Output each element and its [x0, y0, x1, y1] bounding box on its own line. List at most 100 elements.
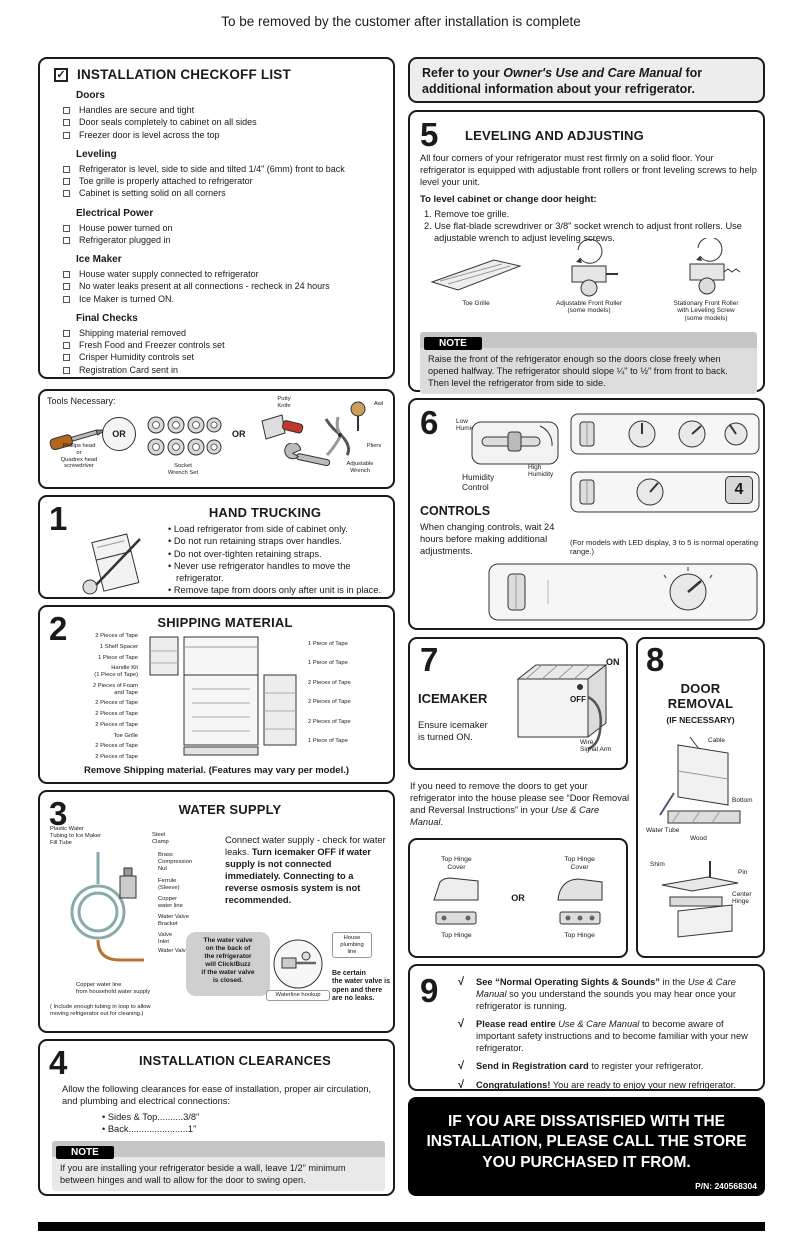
checkoff-item: Door seals completely to cabinet on all …: [63, 117, 381, 128]
page-bottom-bar: [38, 1222, 765, 1231]
checkoff-item: Refrigerator plugged in: [63, 235, 381, 246]
socket-wrench-set-icon: [147, 416, 222, 456]
checkoff-item: No water leaks present at all connection…: [63, 281, 381, 292]
bullet-item: • Remove tape from doors only after unit…: [168, 585, 382, 596]
section-number: 5: [420, 116, 439, 153]
shipping-labels-right: 1 Piece of Tape 1 Piece of Tape 2 Pieces…: [308, 641, 351, 745]
checkbox: [63, 236, 70, 244]
humidity-control-label: Humidity Control: [462, 472, 495, 492]
toe-grille-icon: [430, 259, 522, 291]
checkoff-item: Handles are secure and tight: [63, 105, 381, 116]
tools-title: Tools Necessary:: [47, 396, 116, 406]
wire-signal-arm-label: Wire Signal Arm: [580, 739, 612, 754]
hand-truck-icon: [82, 533, 141, 595]
control-panel-icon: [570, 471, 760, 513]
cable-label: Cable: [708, 737, 725, 744]
adjustable-wrench-icon: [284, 443, 331, 467]
water-tube-label: Water Tube: [646, 827, 680, 834]
section-number: 2: [49, 610, 68, 647]
checkoff-item: Refrigerator is level, side to side and …: [63, 164, 381, 175]
refer-text: Refer to your Owner's Use and Care Manua…: [422, 66, 703, 96]
checkoff-group-heading: Ice Maker: [76, 254, 122, 265]
label-valve-inlet: Valve Inlet: [158, 932, 173, 945]
label-include-tubing: ( Include enough tubing in loop to allow…: [50, 1004, 151, 1017]
dissatisfied-banner: IF YOU ARE DISSATISFIED WITH THE INSTALL…: [408, 1097, 765, 1196]
controls-heading: CONTROLS: [420, 504, 491, 518]
shipping-caption: Remove Shipping material. (Features may …: [83, 765, 350, 776]
section-leveling-adjusting: 5 LEVELING AND ADJUSTING All four corner…: [408, 110, 765, 395]
screwdriver-icon: [49, 429, 108, 451]
bullet-item: • Never use refrigerator handles to move…: [168, 560, 351, 584]
installation-checkoff-list: ✓ INSTALLATION CHECKOFF LIST Doors Handl…: [38, 57, 395, 379]
section-number: 6: [420, 404, 439, 441]
wood-label: Wood: [690, 835, 707, 842]
checkoff-item: House power turned on: [63, 223, 381, 234]
checkoff-item: Fresh Food and Freezer controls set: [63, 340, 381, 351]
top-hinge-label: Top Hinge: [564, 931, 595, 939]
icemaker-heading: ICEMAKER: [418, 691, 488, 706]
hand-trucking-title: HAND TRUCKING: [208, 505, 322, 520]
hinge-option-left: Top Hinge Cover Top Hinge: [430, 856, 482, 939]
door-removal-sub: (IF NECESSARY): [666, 715, 735, 725]
checkbox: [63, 224, 70, 232]
water-valve-bubble: The water valve on the back of the refri…: [186, 932, 270, 996]
final-note-item: √ See “Normal Operating Sights & Sounds”…: [458, 976, 737, 1012]
checkbox: [63, 366, 70, 374]
adjustable-front-roller-icon: [571, 238, 618, 297]
check-icon: √: [458, 1078, 465, 1091]
label-valve-bracket: Water Valve Bracket: [158, 914, 189, 927]
bottom-label: Bottom: [732, 797, 753, 804]
leveling-intro: All four corners of your refrigerator mu…: [420, 153, 757, 188]
shim-label: Shim: [650, 861, 665, 868]
checkoff-item: Freezer door is level across the top: [63, 130, 381, 141]
final-note-item: √ Please read entire Use & Care Manual t…: [458, 1018, 748, 1054]
checkoff-title: INSTALLATION CHECKOFF LIST: [77, 67, 291, 82]
shipping-material-title: SHIPPING MATERIAL: [157, 615, 293, 630]
section-number: 1: [49, 500, 68, 537]
top-hinge-icon: [559, 911, 601, 925]
section-hand-trucking: 1 HAND TRUCKING • Load refrigerator from…: [38, 495, 395, 599]
checkbox: [63, 131, 70, 139]
socket-set-label: Socket Wrench Set: [167, 463, 199, 476]
control-panel-large-icon: [488, 563, 758, 621]
final-note-item: √ Congratulations! You are ready to enjo…: [458, 1078, 736, 1091]
checkoff-item: House water supply connected to refriger…: [63, 269, 381, 280]
top-note: To be removed by the customer after inst…: [221, 14, 581, 29]
checkbox: [63, 119, 70, 127]
waterline-hookup-icon: [273, 939, 323, 989]
section-water-supply: 3 WATER SUPPLY Plastic Water Tubing to I…: [38, 790, 395, 1033]
checkoff-group-heading: Leveling: [76, 148, 117, 160]
final-note-item: √ Send in Registration card to register …: [458, 1060, 704, 1073]
icemaker-off-label: OFF: [570, 695, 586, 704]
checkoff-item: Cabinet is setting solid on all corners: [63, 188, 381, 199]
high-humidity-label: High Humidity: [528, 464, 554, 479]
checkoff-item: Shipping material removed: [63, 328, 381, 339]
refrigerator-shipping-diagram: [149, 636, 297, 756]
humidity-control-icon: [471, 421, 559, 465]
or-circle-icon: OR: [102, 417, 136, 451]
control-panel-icon: [570, 413, 760, 455]
section-final-notes: 9 √ See “Normal Operating Sights & Sound…: [408, 964, 765, 1091]
section-number: 9: [420, 972, 439, 1009]
note-strip: NOTE: [420, 332, 757, 350]
part-number: P/N: 240568304: [695, 1181, 757, 1191]
water-tubing-coil-icon: [70, 852, 144, 962]
clearances-title: INSTALLATION CLEARANCES: [139, 1053, 331, 1068]
leveling-note: NOTE Raise the front of the refrigerator…: [420, 332, 757, 395]
bullet-item: • Load refrigerator from side of cabinet…: [168, 524, 348, 534]
top-hinge-cover-label: Top Hinge Cover: [441, 856, 472, 872]
top-hinge-cover-icon: [557, 878, 603, 901]
section-controls: 6 Low Humidity High Humidity Humidity Co…: [408, 398, 765, 630]
center-hinge-label: Center Hinge: [732, 891, 752, 906]
clearances-bullets: • Sides & Top..........3/8" • Back......…: [102, 1112, 200, 1135]
label-ferrule: Ferrule (Sleeve): [158, 878, 180, 891]
checkbox: [63, 354, 70, 362]
pliers-icon: [324, 416, 351, 457]
checkoff-item: Ice Maker is turned ON.: [63, 294, 381, 305]
bullet-item: • Do not run retaining straps over handl…: [168, 536, 342, 547]
house-plumbing-label: House plumbing line: [332, 932, 372, 959]
top-hinge-cover-label: Top Hinge Cover: [564, 856, 595, 872]
checkbox: [63, 165, 70, 173]
checkbox: [63, 329, 70, 337]
icemaker-on-label: ON: [606, 657, 620, 667]
